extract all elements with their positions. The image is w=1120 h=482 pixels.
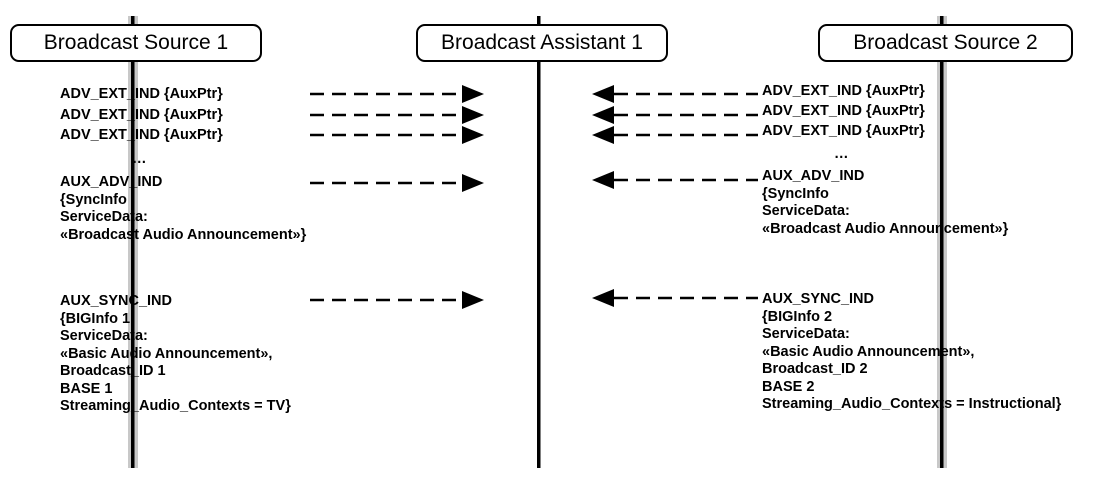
arrowhead-right-4 [592, 171, 614, 189]
arrowhead-left-3 [462, 126, 484, 144]
node-label-source-1: Broadcast Source 1 [43, 31, 229, 54]
msg-line: AUX_SYNC_IND [60, 293, 172, 309]
msg-line: ServiceData: [762, 203, 850, 219]
msg-line: {BIGInfo 1 [60, 310, 131, 327]
msg-line: AUX_ADV_IND [762, 168, 865, 184]
msg-line: ServiceData: [60, 328, 148, 344]
msg-line: «Broadcast Audio Announcement»} [60, 226, 307, 243]
node-label-assistant-1: Broadcast Assistant 1 [441, 31, 643, 54]
msg-line: Streaming_Audio_Contexts = TV} [60, 398, 291, 414]
msg-line: ServiceData: [60, 209, 148, 225]
arrowhead-right-5 [592, 289, 614, 307]
arrowhead-left-2 [462, 106, 484, 124]
msg-left-adv-ext-1: ADV_EXT_IND {AuxPtr} [60, 86, 223, 102]
msg-left-ellipsis: … [132, 151, 147, 167]
msg-line: Broadcast_ID 2 [762, 361, 868, 377]
msg-line: Broadcast_ID 1 [60, 363, 166, 379]
node-broadcast-assistant-1: Broadcast Assistant 1 [416, 24, 668, 62]
arrowhead-right-2 [592, 106, 614, 124]
msg-right-adv-ext-2: ADV_EXT_IND {AuxPtr} [762, 103, 925, 119]
lifeline-source2 [937, 16, 947, 468]
msg-left-aux-sync: AUX_SYNC_IND {BIGInfo 1 ServiceData: «Ba… [60, 293, 291, 416]
msg-line: ServiceData: [762, 326, 850, 342]
msg-right-adv-ext-3: ADV_EXT_IND {AuxPtr} [762, 123, 925, 139]
node-label-source-2: Broadcast Source 2 [853, 31, 1038, 54]
msg-line: «Basic Audio Announcement», [60, 345, 273, 362]
msg-line: Streaming_Audio_Contexts = Instructional… [762, 396, 1062, 412]
msg-right-aux-sync: AUX_SYNC_IND {BIGInfo 2 ServiceData: «Ba… [762, 291, 1061, 414]
lifeline-source1 [128, 16, 138, 468]
msg-left-adv-ext-3: ADV_EXT_IND {AuxPtr} [60, 127, 223, 143]
msg-right-ellipsis: … [834, 146, 849, 162]
msg-line: BASE 2 [762, 378, 815, 395]
msg-line: AUX_ADV_IND [60, 174, 163, 190]
arrowhead-left-5 [462, 291, 484, 309]
msg-line: AUX_SYNC_IND [762, 291, 874, 307]
msg-left-adv-ext-2: ADV_EXT_IND {AuxPtr} [60, 107, 223, 123]
msg-line: {SyncInfo [60, 191, 127, 208]
node-broadcast-source-2: Broadcast Source 2 [818, 24, 1073, 62]
arrowhead-left-1 [462, 85, 484, 103]
node-broadcast-source-1: Broadcast Source 1 [10, 24, 262, 62]
msg-right-adv-ext-1: ADV_EXT_IND {AuxPtr} [762, 83, 925, 99]
lifeline-assistant [537, 16, 541, 468]
msg-line: BASE 1 [60, 380, 113, 397]
msg-line: «Broadcast Audio Announcement»} [762, 220, 1009, 237]
arrowhead-left-4 [462, 174, 484, 192]
msg-right-aux-adv: AUX_ADV_IND {SyncInfo ServiceData: «Broa… [762, 168, 1008, 238]
msg-left-aux-adv: AUX_ADV_IND {SyncInfo ServiceData: «Broa… [60, 174, 306, 244]
msg-line: {BIGInfo 2 [762, 308, 833, 325]
msg-line: «Basic Audio Announcement», [762, 343, 975, 360]
arrowhead-right-1 [592, 85, 614, 103]
arrowhead-right-3 [592, 126, 614, 144]
msg-line: {SyncInfo [762, 185, 829, 202]
